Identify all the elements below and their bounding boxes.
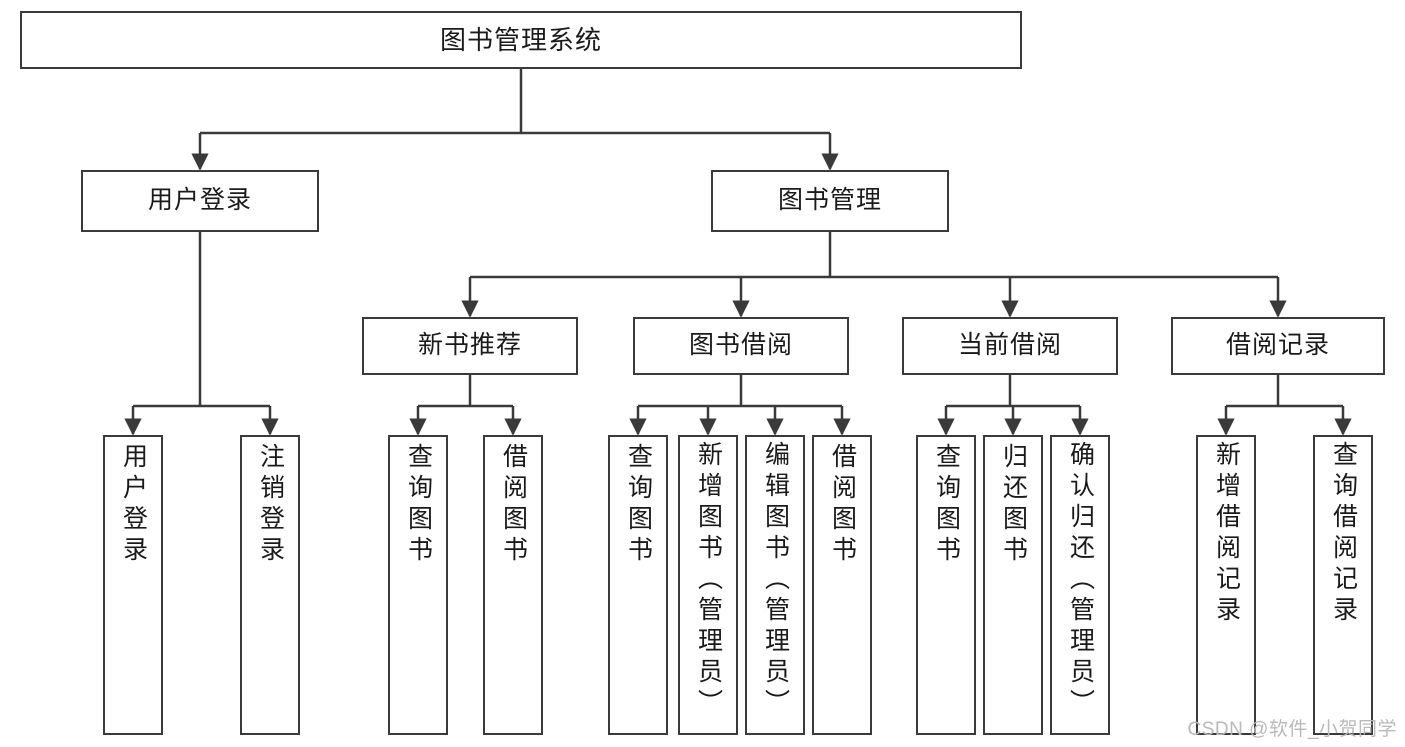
node-label: 编辑图书（管理员） (761, 441, 790, 720)
node-label: 借阅图书 (828, 443, 857, 567)
node-root[interactable]: 图书管理系统 (20, 11, 1022, 69)
node-leaf-login-1[interactable]: 用户登录 (103, 435, 163, 735)
watermark: CSDN @软件_小贺同学 (1187, 719, 1397, 740)
node-leaf-login-2[interactable]: 注销登录 (240, 435, 300, 735)
node-label: 新增借阅记录 (1212, 441, 1241, 627)
node-leaf-new-1[interactable]: 查询图书 (388, 435, 448, 735)
node-label: 借阅记录 (1225, 331, 1330, 360)
node-leaf-cur-1[interactable]: 查询图书 (916, 435, 976, 735)
node-label: 用户登录 (147, 186, 252, 215)
node-bookmgmt[interactable]: 图书管理 (711, 170, 949, 232)
node-leaf-rec-1[interactable]: 新增借阅记录 (1196, 435, 1256, 735)
node-label: 当前借阅 (957, 331, 1062, 360)
node-label: 归还图书 (999, 443, 1028, 567)
node-label: 图书管理 (777, 186, 882, 215)
node-leaf-rec-2[interactable]: 查询借阅记录 (1313, 435, 1373, 735)
node-login[interactable]: 用户登录 (81, 170, 319, 232)
node-leaf-borrow-2[interactable]: 新增图书（管理员） (678, 435, 738, 735)
node-leaf-borrow-1[interactable]: 查询图书 (608, 435, 668, 735)
node-label: 查询图书 (624, 443, 653, 567)
node-label: 图书借阅 (688, 331, 793, 360)
node-label: 用户登录 (119, 443, 148, 567)
node-label: 确认归还（管理员） (1066, 441, 1095, 720)
node-label: 新增图书（管理员） (694, 441, 723, 720)
node-leaf-cur-3[interactable]: 确认归还（管理员） (1050, 435, 1110, 735)
node-newbook[interactable]: 新书推荐 (362, 317, 578, 375)
node-leaf-cur-2[interactable]: 归还图书 (983, 435, 1043, 735)
node-label: 注销登录 (256, 443, 285, 567)
node-leaf-new-2[interactable]: 借阅图书 (483, 435, 543, 735)
node-borrow[interactable]: 图书借阅 (633, 317, 849, 375)
node-label: 图书管理系统 (439, 24, 602, 55)
node-label: 查询图书 (404, 443, 433, 567)
node-label: 新书推荐 (417, 331, 522, 360)
node-label: 查询借阅记录 (1329, 441, 1358, 627)
node-label: 借阅图书 (499, 443, 528, 567)
node-label: 查询图书 (932, 443, 961, 567)
node-leaf-borrow-3[interactable]: 编辑图书（管理员） (745, 435, 805, 735)
node-records[interactable]: 借阅记录 (1171, 317, 1385, 375)
node-current[interactable]: 当前借阅 (902, 317, 1118, 375)
node-leaf-borrow-4[interactable]: 借阅图书 (812, 435, 872, 735)
